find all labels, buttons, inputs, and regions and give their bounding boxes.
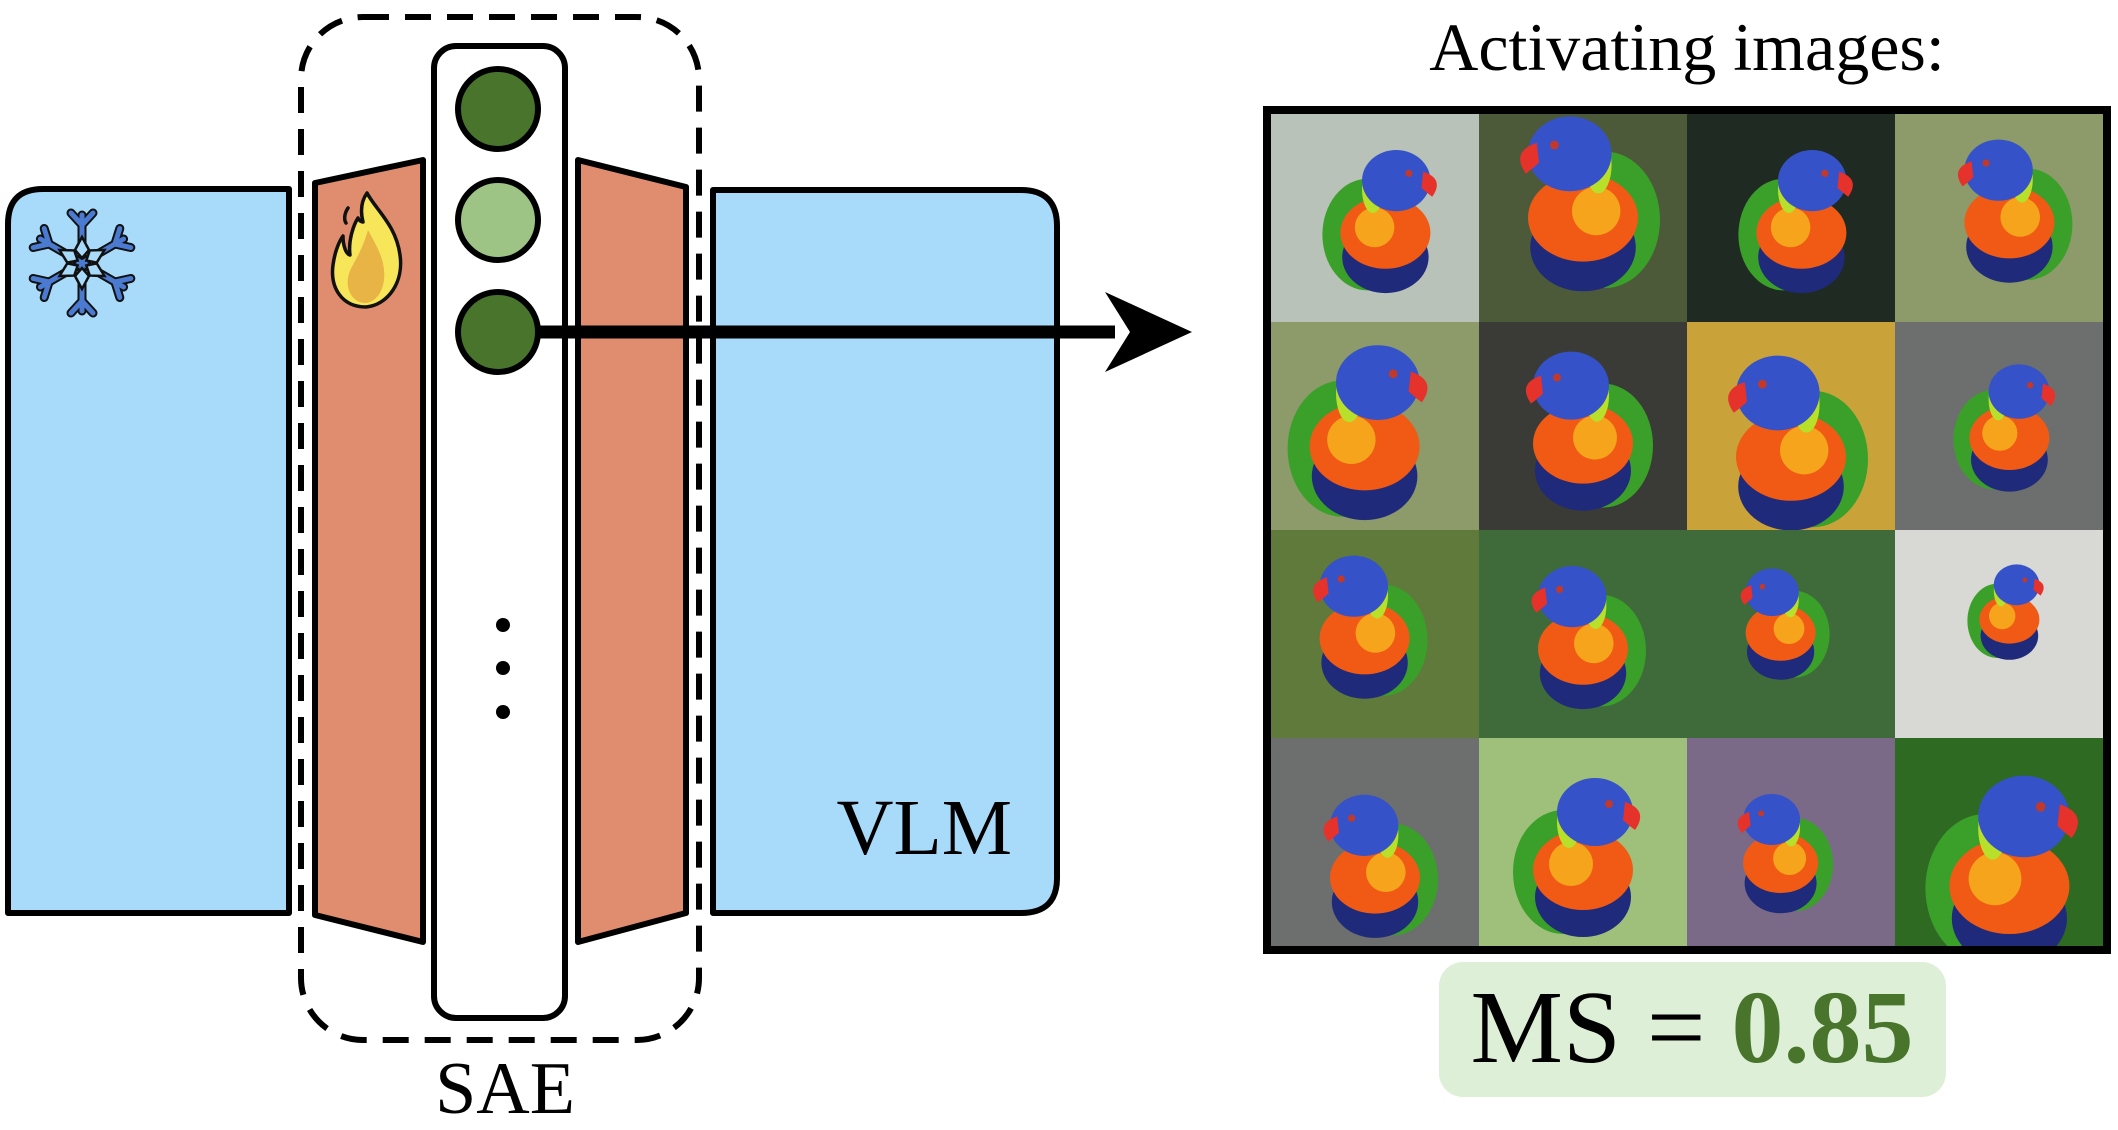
score-box: [1439, 962, 1946, 1097]
activating-image-tile: [1895, 738, 2103, 946]
lorikeet: [1738, 150, 1853, 294]
activation-arrow: [498, 292, 1192, 372]
activating-image-tile: [1271, 530, 1479, 738]
score-text: MS = 0.85: [1471, 970, 1914, 1085]
lorikeet: [1957, 139, 2073, 283]
lorikeet: [1728, 355, 1868, 531]
activating-image-tile: [1687, 322, 1895, 531]
vlm-right-block: [710, 187, 1060, 916]
score-metric: MS: [1471, 970, 1621, 1085]
vlm-label: VLM: [836, 785, 1012, 872]
sae-neuron-3-selected[interactable]: [455, 289, 541, 375]
activating-image-tile: [1479, 530, 1687, 738]
lorikeet: [1953, 364, 2056, 492]
lorikeet: [1740, 568, 1830, 680]
flame-icon: [330, 191, 403, 309]
activating-image-tile: [1271, 322, 1479, 530]
sae-neuron-2[interactable]: [455, 177, 541, 263]
lorikeet: [1531, 566, 1646, 710]
lorikeet: [1737, 794, 1834, 914]
activating-image-tile: [1479, 738, 1687, 946]
activating-image-tile: [1479, 114, 1687, 322]
lorikeet: [1525, 351, 1653, 511]
activating-image-tile: [1687, 530, 1895, 738]
sae-group-outline: [298, 14, 702, 1043]
activating-images-title: Activating images:: [1429, 9, 1945, 85]
activating-image-tile: [1895, 322, 2103, 530]
activating-image-tile: [1687, 738, 1895, 946]
lorikeet: [1313, 555, 1428, 699]
lorikeet: [1925, 775, 2078, 946]
activating-image-tile: [1895, 530, 2103, 738]
activating-image-tile: [1895, 114, 2103, 322]
lorikeet: [1520, 116, 1660, 292]
activating-image-grid: [1271, 114, 2103, 946]
lorikeet: [1322, 150, 1437, 294]
lorikeet: [1287, 345, 1428, 521]
image-grid-border: [1263, 106, 2111, 954]
sae-latent-column: [431, 43, 568, 1021]
activating-image-tile: [1687, 114, 1895, 322]
vertical-ellipsis-icon: [496, 618, 510, 719]
lorikeet: [1323, 794, 1438, 938]
sae-label: SAE: [435, 1048, 575, 1130]
activating-image-tile: [1479, 322, 1687, 530]
activating-image-tile: [1271, 114, 1479, 322]
vlm-left-block: [5, 186, 292, 916]
sae-neuron-1[interactable]: [455, 66, 541, 152]
sae-encoder: [312, 157, 426, 945]
lorikeet: [1513, 778, 1641, 937]
sae-decoder: [575, 157, 689, 945]
lorikeet: [1967, 564, 2044, 660]
score-value: 0.85: [1731, 970, 1913, 1085]
snowflake-icon: [28, 208, 136, 318]
score-equals: =: [1647, 970, 1706, 1085]
activating-image-tile: [1271, 738, 1479, 946]
